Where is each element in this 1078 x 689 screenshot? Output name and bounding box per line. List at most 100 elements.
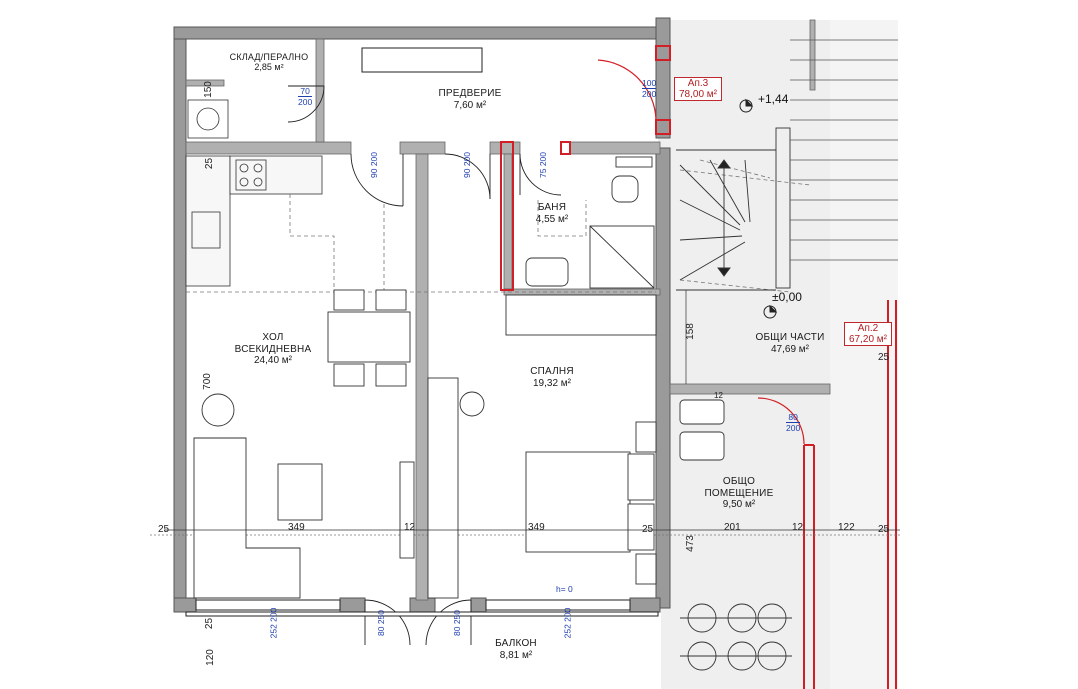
dim-12-small: 12: [714, 391, 723, 400]
room-bedroom: СПАЛНЯ 19,32 м²: [512, 366, 592, 389]
dim-row-122: 122: [838, 522, 855, 533]
room-living: ХОЛ ВСЕКИДНЕВНА 24,40 м²: [218, 332, 328, 367]
room-bath-area: 4,55 м²: [535, 213, 569, 225]
dim-row-12b: 12: [792, 522, 804, 533]
dim-25-bottom: 25: [204, 617, 216, 630]
room-living-name-1: ХОЛ: [262, 332, 284, 343]
window-252a: 252 200: [268, 608, 278, 639]
room-common-area: 47,69 м²: [770, 343, 809, 355]
door-100-height: 200: [642, 89, 657, 100]
door-balcony-80a: 80 250: [376, 610, 386, 636]
dim-25-top: 25: [204, 157, 216, 170]
door-balcony-80a-height: 250: [376, 609, 387, 625]
sofa: [193, 393, 323, 599]
door-balcony-80a-width: 80: [376, 626, 387, 637]
windows: [185, 47, 659, 617]
apartment-3-label: Ап.3: [687, 78, 709, 89]
dim-row-12a: 12: [404, 522, 416, 533]
window-252b: 252 200: [562, 608, 572, 639]
door-70: 70 200: [298, 86, 313, 108]
red-partitions: [500, 45, 897, 689]
room-shared-name-1: ОБЩО: [722, 476, 756, 487]
door-90b: 90 200: [462, 152, 472, 178]
dim-row-25-mid: 25: [642, 524, 654, 535]
door-90a-height: 200: [369, 151, 380, 167]
room-shared-area: 9,50 м²: [722, 499, 756, 510]
room-living-name-2: ВСЕКИДНЕВНА: [234, 343, 312, 355]
window-252b-width: 252: [562, 624, 573, 639]
washing-machine: [187, 99, 229, 139]
door-90b-height: 200: [462, 151, 473, 167]
room-common: ОБЩИ ЧАСТИ 47,69 м²: [750, 332, 830, 355]
door-100: 100 200: [642, 78, 657, 100]
level-top: +1,44: [758, 92, 789, 106]
dim-row-25-left: 25: [158, 524, 170, 535]
window-252a-height: 200: [268, 607, 279, 622]
door-70-height: 200: [298, 97, 313, 108]
dim-row-349b: 349: [528, 522, 545, 533]
dim-120: 120: [204, 649, 216, 666]
apartment-3-badge: Ап.3 78,00 м²: [674, 77, 722, 101]
door-swings: [287, 59, 805, 646]
door-90a: 90 200: [369, 152, 379, 178]
apartment-3-area: 78,00 м²: [678, 89, 717, 100]
room-shared-name-2: ПОМЕЩЕНИЕ: [704, 487, 774, 499]
dim-158: 158: [684, 323, 696, 340]
door-80-width: 80: [786, 412, 801, 424]
room-common-name: ОБЩИ ЧАСТИ: [755, 332, 825, 343]
level-markers: [739, 98, 778, 319]
balcony-level: h= 0: [556, 584, 573, 594]
right-apt-fill: [830, 20, 898, 689]
room-living-area: 24,40 м²: [253, 355, 292, 366]
bed: [525, 421, 657, 585]
window-252a-width: 252: [268, 624, 279, 639]
door-80-height: 200: [786, 423, 801, 434]
room-bath-name: БАНЯ: [537, 202, 567, 213]
door-80: 80 200: [786, 412, 801, 434]
door-balcony-80b-width: 80: [452, 626, 463, 637]
dining-set: [327, 289, 411, 387]
door-75-width: 75: [538, 168, 549, 179]
wardrobe: [399, 294, 657, 599]
room-hall: ПРЕДВЕРИЕ 7,60 м²: [420, 88, 520, 111]
dim-row-25-right: 25: [878, 524, 890, 535]
room-hall-area: 7,60 м²: [453, 99, 487, 111]
door-balcony-80b-height: 250: [452, 609, 463, 625]
room-balcony: БАЛКОН 8,81 м²: [476, 638, 556, 661]
staircase: [676, 127, 791, 291]
level-zero: ±0,00: [772, 290, 802, 304]
door-100-width: 100: [642, 78, 657, 90]
dim-row-349a: 349: [288, 522, 305, 533]
dimension-lines: [164, 290, 900, 531]
bicycles: [680, 603, 792, 671]
door-75: 75 200: [538, 152, 548, 178]
bathroom-fixtures: [525, 156, 655, 289]
door-75-height: 200: [538, 151, 549, 167]
room-storage-name: СКЛАД/ПЕРАЛНО: [229, 52, 309, 62]
dim-row-201: 201: [724, 522, 741, 533]
room-hall-name: ПРЕДВЕРИЕ: [438, 88, 502, 99]
door-balcony-80b: 80 250: [452, 610, 462, 636]
apartment-2-area: 67,20 м²: [848, 334, 887, 345]
balcony-fill: [176, 610, 661, 689]
right-stair: [790, 39, 898, 261]
room-storage-area: 2,85 м²: [254, 62, 284, 73]
room-bedroom-area: 19,32 м²: [532, 377, 571, 389]
room-bedroom-name: СПАЛНЯ: [530, 366, 574, 377]
room-shared: ОБЩО ПОМЕЩЕНИЕ 9,50 м²: [694, 476, 784, 511]
dim-150: 150: [202, 81, 214, 98]
dim-25-right: 25: [878, 352, 890, 363]
door-90a-width: 90: [369, 168, 380, 179]
door-70-width: 70: [298, 86, 313, 98]
room-bath: БАНЯ 4,55 м²: [520, 202, 584, 225]
door-90b-width: 90: [462, 168, 473, 179]
room-balcony-area: 8,81 м²: [499, 649, 533, 661]
inner-walls: [185, 19, 831, 601]
window-252b-height: 200: [562, 607, 573, 622]
apartment-2-badge: Ап.2 67,20 м²: [844, 322, 892, 346]
dim-700: 700: [201, 373, 213, 390]
gym-equipment: [679, 399, 725, 461]
kitchen: [185, 155, 323, 287]
room-storage: СКЛАД/ПЕРАЛНО 2,85 м²: [224, 52, 314, 73]
